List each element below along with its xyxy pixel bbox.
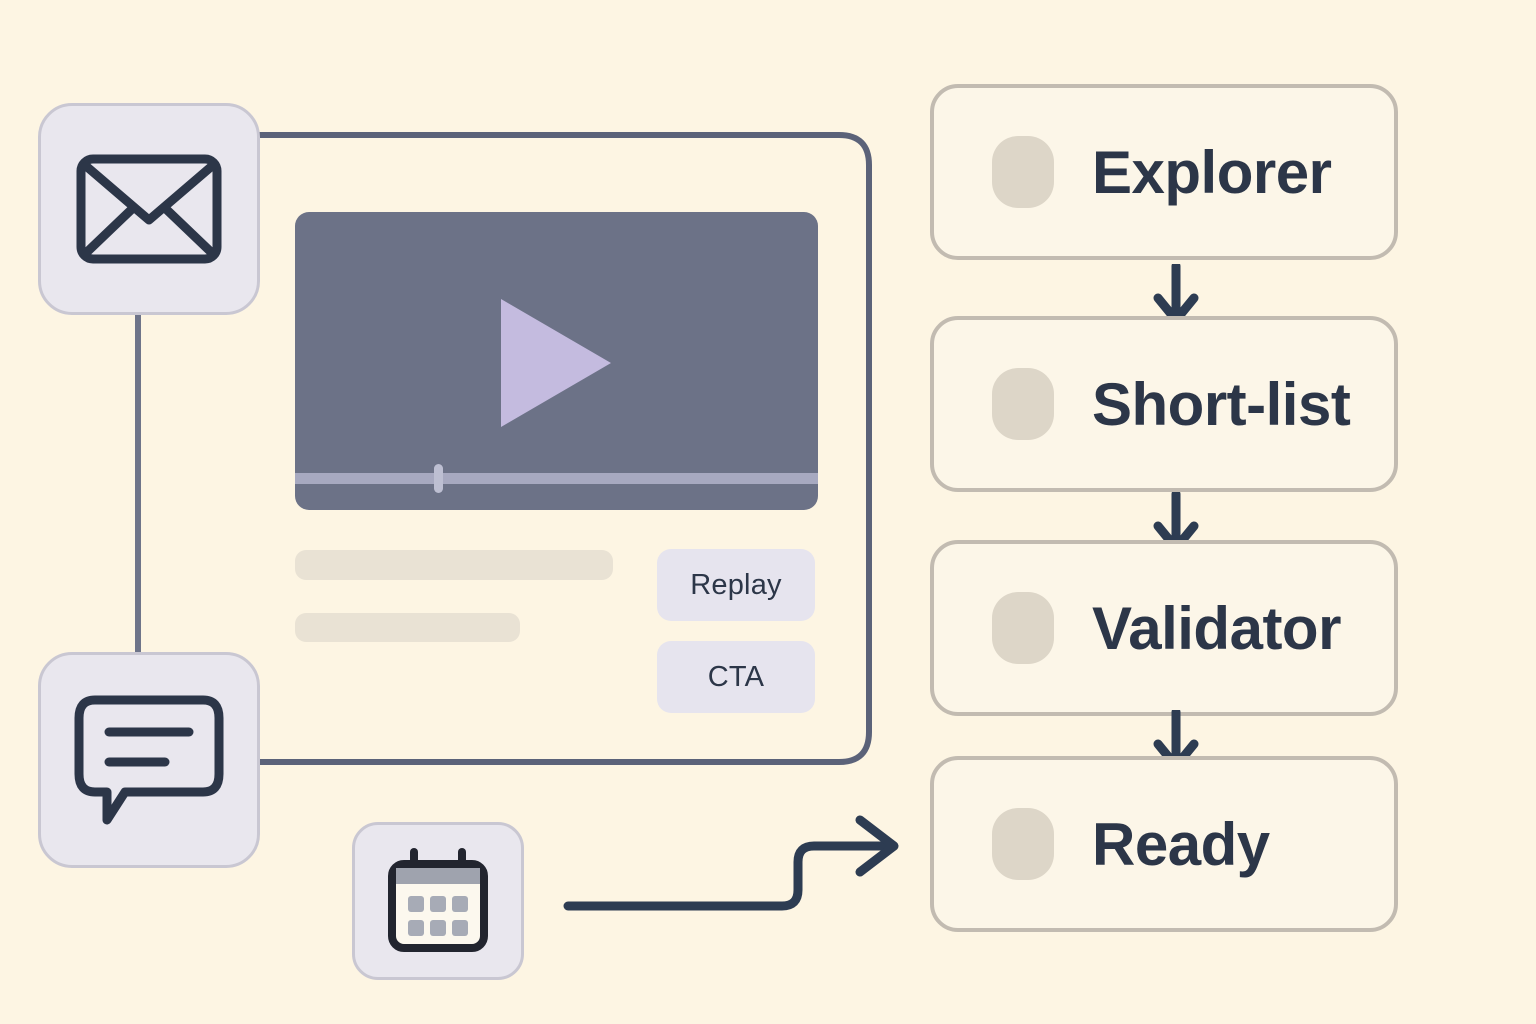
video-player[interactable]: [295, 212, 818, 510]
replay-chip-label: Replay: [690, 568, 782, 601]
flow-step-dot: [992, 136, 1054, 208]
replay-chip[interactable]: Replay: [657, 549, 815, 621]
chat-channel-tile[interactable]: [38, 652, 260, 868]
skeleton-line-1: [295, 550, 613, 580]
play-triangle-icon[interactable]: [501, 299, 611, 427]
video-progress-track[interactable]: [295, 473, 818, 484]
envelope-icon: [76, 154, 222, 264]
flow-step-short-list[interactable]: Short-list: [930, 316, 1398, 492]
cta-chip[interactable]: CTA: [657, 641, 815, 713]
preview-card-outline: [255, 132, 872, 765]
flow-step-validator[interactable]: Validator: [930, 540, 1398, 716]
preview-card[interactable]: [255, 132, 875, 768]
email-channel-tile[interactable]: [38, 103, 260, 315]
flow-step-label: Short-list: [1092, 370, 1351, 438]
flow-step-dot: [992, 808, 1054, 880]
video-progress-handle[interactable]: [434, 464, 443, 493]
flow-step-label: Explorer: [1092, 138, 1332, 206]
flow-step-dot: [992, 592, 1054, 664]
chat-bubble-icon: [74, 695, 224, 825]
flow-step-explorer[interactable]: Explorer: [930, 84, 1398, 260]
flow-step-label: Ready: [1092, 810, 1270, 878]
flow-step-dot: [992, 368, 1054, 440]
stepped-arrow-calendar-to-ready: [563, 815, 899, 911]
flow-step-ready[interactable]: Ready: [930, 756, 1398, 932]
calendar-channel-tile[interactable]: [352, 822, 524, 980]
connector-mail-to-chat: [135, 315, 141, 655]
cta-chip-label: CTA: [707, 660, 765, 693]
calendar-icon: [388, 848, 488, 952]
skeleton-line-2: [295, 613, 520, 642]
flow-step-label: Validator: [1092, 594, 1341, 662]
